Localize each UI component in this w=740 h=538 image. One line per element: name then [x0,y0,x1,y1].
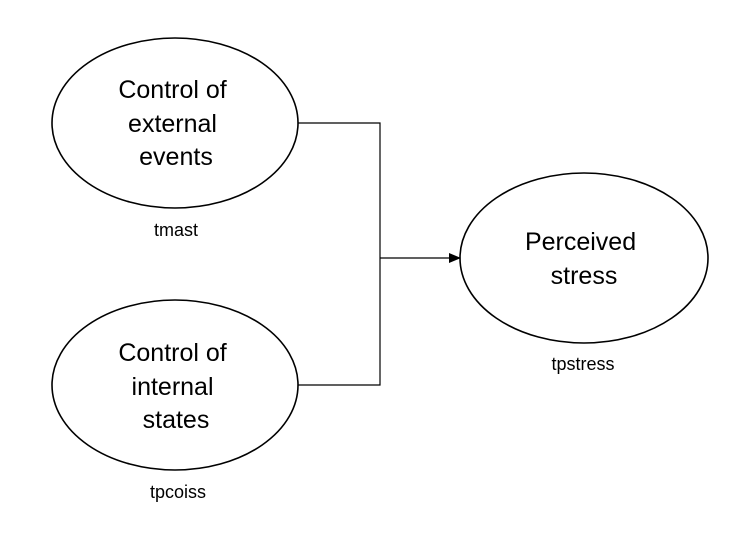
node-label-line: internal [132,373,214,401]
node-label-line: Perceived [525,228,636,256]
node-label-line: states [143,406,210,434]
variable-label: tpstress [551,354,614,374]
node-control-internal: Control of internal states tpcoiss [51,299,299,502]
connector-external [298,122,381,258]
variable-label: tpcoiss [150,482,206,502]
node-perceived-stress: Perceived stress tpstress [459,172,709,374]
connectors [298,122,461,386]
node-label-line: stress [551,262,618,290]
node-label: Control of internal states [118,339,233,434]
node-label: Control of external events [118,76,233,171]
connector-internal [298,258,381,386]
node-label-line: Control of [118,76,226,104]
node-label-line: external [128,110,217,138]
node-label-line: events [139,143,213,171]
node-control-external: Control of external events tmast [51,37,299,240]
node-label-line: Control of [118,339,226,367]
variable-label: tmast [154,220,198,240]
node-label: Perceived stress [525,228,643,290]
node-ellipse [459,172,709,344]
